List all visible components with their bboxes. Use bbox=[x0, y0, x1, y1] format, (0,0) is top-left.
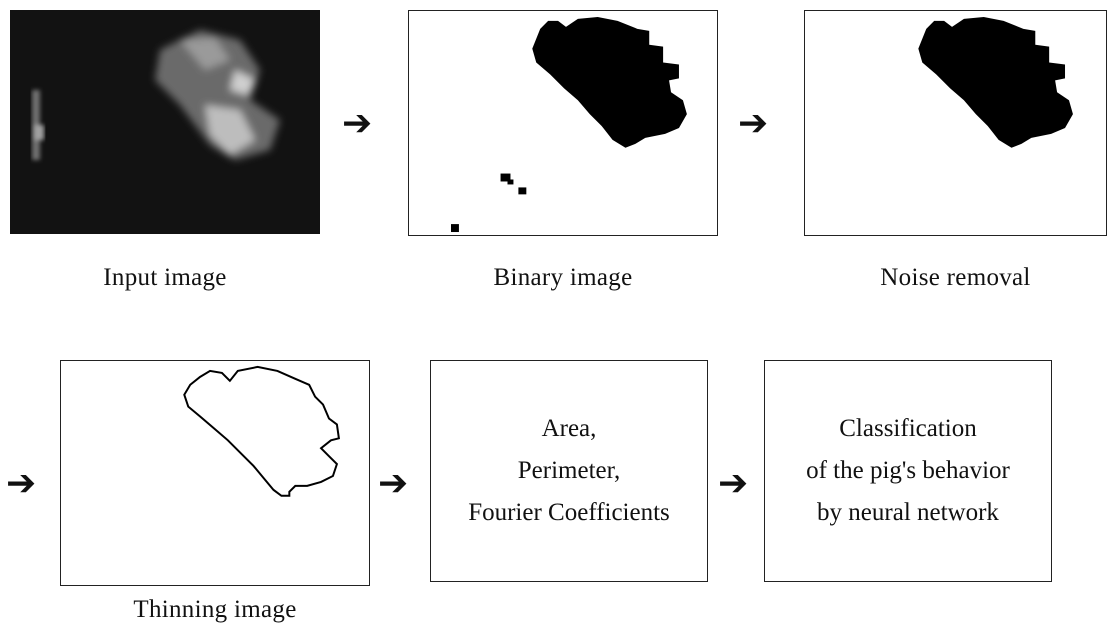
thinning-image-panel bbox=[60, 360, 370, 586]
feature-fourier: Fourier Coefficients bbox=[468, 499, 670, 526]
arrow-right-icon: ➔ bbox=[718, 463, 749, 504]
features-box: Area, Perimeter, Fourier Coefficients bbox=[430, 360, 708, 582]
noise-removal-caption: Noise removal bbox=[880, 264, 1031, 291]
input-image-panel bbox=[10, 10, 320, 234]
classification-line-1: Classification bbox=[839, 415, 977, 442]
binary-image-panel bbox=[408, 10, 718, 236]
input-image-caption: Input image bbox=[103, 264, 227, 291]
classification-line-3: by neural network bbox=[817, 499, 999, 526]
noise-removal-panel bbox=[804, 10, 1107, 236]
feature-perimeter: Perimeter, bbox=[517, 457, 621, 484]
arrow-right-icon: ➔ bbox=[378, 463, 409, 504]
classification-box: Classification of the pig's behavior by … bbox=[764, 360, 1052, 582]
feature-area: Area, bbox=[541, 415, 597, 442]
thinning-image-caption: Thinning image bbox=[133, 596, 297, 623]
arrow-right-icon: ➔ bbox=[738, 103, 769, 144]
input-image-photo bbox=[10, 10, 320, 234]
binary-image-blob bbox=[451, 16, 687, 233]
thinning-image-outline bbox=[183, 365, 341, 497]
classification-line-2: of the pig's behavior bbox=[806, 457, 1010, 484]
arrow-right-icon: ➔ bbox=[6, 463, 37, 504]
arrow-right-icon: ➔ bbox=[342, 103, 373, 144]
binary-image-caption: Binary image bbox=[493, 264, 633, 291]
noise-removal-blob bbox=[918, 16, 1073, 148]
